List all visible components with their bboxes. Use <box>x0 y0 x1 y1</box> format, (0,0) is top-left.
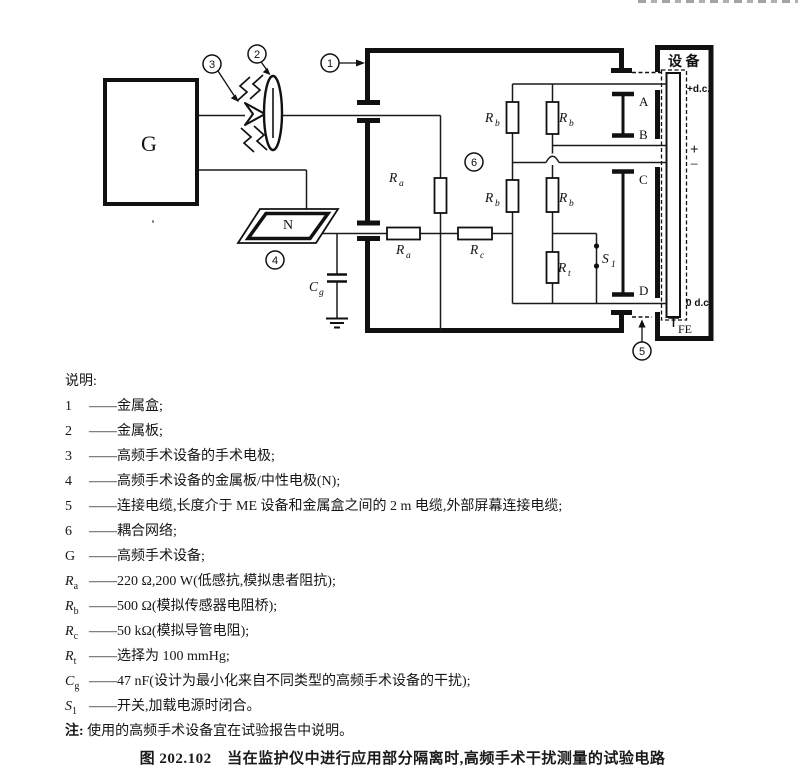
legend-item: Rt——选择为 100 mmHg; <box>65 649 230 667</box>
scan-speck <box>152 220 154 223</box>
terminal-a-label: A <box>639 94 649 109</box>
callout-4-number: 4 <box>272 255 278 267</box>
callout-3-circle <box>202 54 222 74</box>
resistor-rb-bottom-left <box>505 179 520 213</box>
svg-text:b: b <box>569 199 574 209</box>
callout-6-circle <box>464 152 484 172</box>
resistors <box>386 101 560 284</box>
test-circuit-diagram: A B C D FE 设 备 +d.c. + − 0 d.c. <box>103 44 714 361</box>
legend-note: 注: 使用的高频手术设备宜在试验报告中说明。 <box>65 724 354 739</box>
wires <box>197 83 667 331</box>
legend-item: 5——连接电缆,长度介于 ME 设备和金属盒之间的 2 m 电缆,外部屏幕连接电… <box>65 499 563 514</box>
applied-part-rail <box>665 72 681 318</box>
spark-symbols <box>236 74 268 153</box>
ground-symbol <box>326 317 348 329</box>
callout-circles <box>202 44 652 361</box>
callout-2-number: 2 <box>254 49 260 61</box>
svg-text:b: b <box>569 119 574 129</box>
legend-item: 6——耦合网络; <box>65 524 177 539</box>
legend-item: 3——高频手术设备的手术电极; <box>65 449 275 464</box>
minus-label: − <box>690 157 698 173</box>
resistor-ra-vertical <box>433 177 448 214</box>
switch-contact-dot <box>593 243 600 249</box>
fe-label: FE <box>678 322 692 336</box>
svg-text:a: a <box>399 179 404 189</box>
svg-text:R: R <box>557 260 567 275</box>
switch-contact-dot <box>593 263 600 269</box>
resistor-ra-horizontal <box>386 226 421 241</box>
callout-5-number: 5 <box>639 346 645 358</box>
legend-item: Cg——47 nF(设计为最小化来自不同类型的高频手术设备的干扰); <box>65 674 471 692</box>
svg-text:R: R <box>484 190 494 205</box>
legend-item: S1——开关,加载电源时闭合。 <box>65 699 261 717</box>
svg-text:b: b <box>495 199 500 209</box>
legend-heading: 说明: <box>65 374 97 389</box>
resistor-rb-top-right <box>545 101 560 135</box>
cable-bracket-ab <box>612 91 634 138</box>
resistor-rc <box>457 226 493 241</box>
svg-text:c: c <box>480 251 485 261</box>
clipped-header-text <box>638 0 798 3</box>
zdc-label: 0 d.c. <box>686 298 712 309</box>
cable-bracket-cd <box>612 169 634 297</box>
callout-3-number: 3 <box>209 59 215 71</box>
svg-text:R: R <box>388 170 398 185</box>
generator-box <box>103 78 199 206</box>
neutral-plate <box>236 208 340 244</box>
callout-6-number: 6 <box>471 157 477 169</box>
equipment-box <box>655 45 714 341</box>
fe-tick <box>668 317 679 327</box>
svg-text:b: b <box>495 119 500 129</box>
svg-text:S: S <box>602 251 609 266</box>
svg-text:R: R <box>484 110 494 125</box>
callout-1-number: 1 <box>327 58 333 70</box>
resistor-rb-top-left <box>505 101 520 134</box>
metal-plate-ellipse <box>262 74 284 152</box>
callout-arrows <box>217 59 646 343</box>
legend: 说明: 1——金属盒; 2——金属板; 3——高频手术设备的手术电极; 4——高… <box>65 369 562 744</box>
svg-text:C: C <box>309 279 319 294</box>
figure-caption: 图 202.102 当在监护仪中进行应用部分隔离时,高频手术干扰测量的试验电路 <box>139 751 666 767</box>
svg-text:R: R <box>395 242 405 257</box>
svg-text:g: g <box>319 288 324 298</box>
svg-text:1: 1 <box>611 260 616 270</box>
capacitor-cg <box>327 273 347 283</box>
resistor-rt <box>545 251 560 284</box>
terminal-b-label: B <box>639 127 648 142</box>
resistor-rb-bottom-right <box>545 177 560 213</box>
svg-text:R: R <box>558 110 568 125</box>
svg-text:a: a <box>406 251 411 261</box>
metal-box <box>357 48 632 333</box>
svg-text:R: R <box>558 190 568 205</box>
legend-item: 1——金属盒; <box>65 399 163 414</box>
generator-label: G <box>141 131 157 156</box>
neutral-label: N <box>283 218 293 233</box>
legend-item: Ra——220 Ω,200 W(低感抗,模拟患者阻抗); <box>65 574 336 592</box>
surgical-electrode-tip <box>244 102 266 126</box>
terminal-d-label: D <box>639 283 648 298</box>
legend-item: Rb——500 Ω(模拟传感器电阻桥); <box>65 599 278 617</box>
callout-4-circle <box>265 250 285 270</box>
callout-2-circle <box>247 44 267 64</box>
svg-text:R: R <box>469 242 479 257</box>
terminal-c-label: C <box>639 172 648 187</box>
plus-label: + <box>690 142 699 158</box>
legend-item: G——高频手术设备; <box>65 549 205 564</box>
pdc-label: +d.c. <box>687 84 710 95</box>
legend-item: Rc——50 kΩ(模拟导管电阻); <box>65 624 250 642</box>
equipment-label: 设 备 <box>668 53 700 70</box>
svg-text:t: t <box>568 269 571 279</box>
legend-item: 2——金属板; <box>65 424 163 439</box>
legend-item: 4——高频手术设备的金属板/中性电极(N); <box>65 474 341 489</box>
